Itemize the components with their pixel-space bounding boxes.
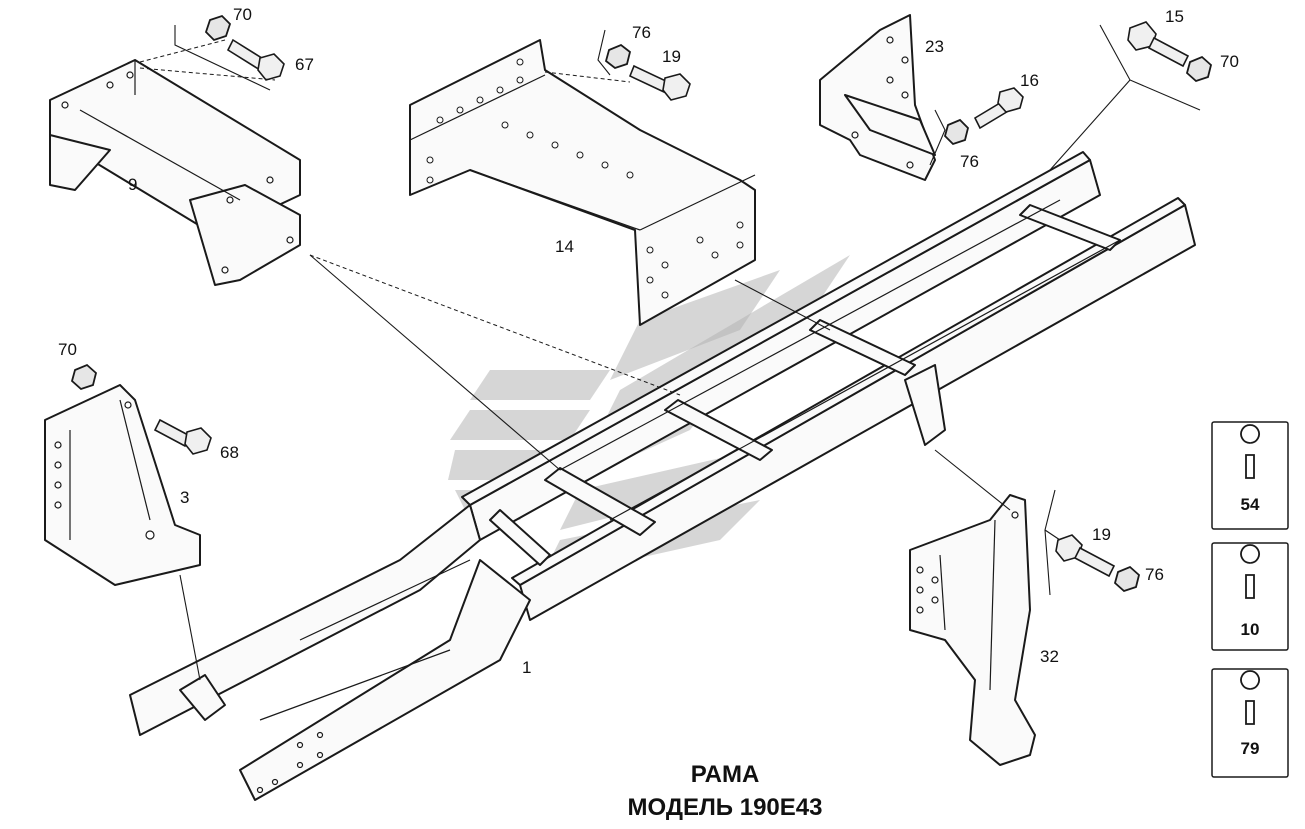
callout-67: 67 (295, 55, 314, 74)
callout-76-lower: 76 (1145, 565, 1164, 584)
callout-70-left: 70 (58, 340, 77, 359)
callout-16: 16 (1020, 71, 1039, 90)
keyhole-box-2-label: 10 (1241, 620, 1260, 639)
callout-76-mid: 76 (632, 23, 651, 42)
keyhole-box-3-label: 79 (1241, 739, 1260, 758)
keyhole-icon (1240, 670, 1260, 725)
hanger-part-32 (909, 494, 1036, 766)
hex-bolt-icon (226, 38, 285, 81)
callout-19-lower: 19 (1092, 525, 1111, 544)
callout-15: 15 (1165, 7, 1184, 26)
callout-3: 3 (180, 488, 189, 507)
hex-nut-icon (204, 14, 232, 42)
hex-nut-icon (1185, 55, 1213, 83)
crossmember-part-14 (409, 39, 756, 326)
hex-nut-icon (943, 118, 969, 146)
callout-70-top: 70 (233, 5, 252, 24)
frame-assembly (129, 151, 1196, 801)
keyhole-box-2: 10 (1211, 542, 1289, 651)
bracket-part-3 (44, 384, 201, 586)
callout-labels: 70 67 9 76 19 14 23 16 76 15 70 70 68 3 … (58, 5, 1239, 677)
callout-1: 1 (522, 658, 531, 677)
callout-9: 9 (128, 175, 137, 194)
hex-bolt-icon (628, 64, 691, 101)
keyhole-icon (1240, 544, 1260, 599)
keyhole-legend: 54 10 79 (1211, 421, 1289, 778)
callout-32: 32 (1040, 647, 1059, 666)
hex-nut-icon (70, 363, 98, 391)
leader-lines (139, 24, 1201, 681)
hex-nut-icon (604, 43, 632, 70)
hex-bolt-icon (153, 418, 212, 455)
keyhole-box-1-label: 54 (1241, 495, 1260, 514)
diagram-title: РАМА МОДЕЛЬ 190E43 (628, 761, 823, 821)
hex-nut-icon (1113, 565, 1141, 593)
callout-14: 14 (555, 237, 574, 256)
crossmember-part-9 (49, 59, 301, 286)
title-line-2: МОДЕЛЬ 190E43 (628, 794, 823, 821)
hex-bolt-icon (973, 87, 1024, 130)
hex-bolt-icon (1127, 21, 1190, 68)
keyhole-box-3: 79 (1211, 668, 1289, 778)
keyhole-box-1: 54 (1211, 421, 1289, 530)
callout-23: 23 (925, 37, 944, 56)
keyhole-icon (1240, 424, 1260, 479)
hex-bolt-icon (1055, 534, 1116, 578)
callout-76-right: 76 (960, 152, 979, 171)
title-line-1: РАМА (691, 761, 760, 788)
callout-19-mid: 19 (662, 47, 681, 66)
callout-68: 68 (220, 443, 239, 462)
fasteners (70, 14, 1213, 593)
bracket-part-23 (819, 14, 936, 181)
callout-70-right: 70 (1220, 52, 1239, 71)
